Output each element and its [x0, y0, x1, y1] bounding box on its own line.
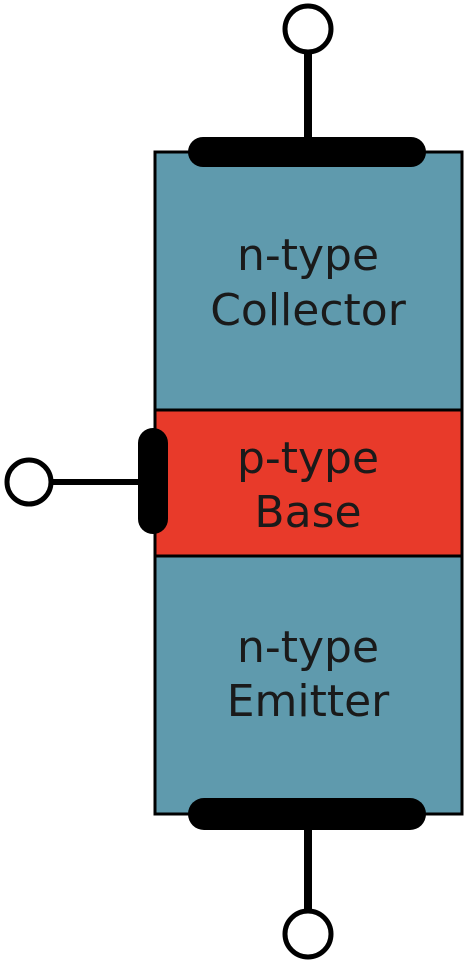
emitter-type-label: n-type [237, 622, 379, 673]
collector-contact [188, 137, 426, 167]
base-type-label: p-type [237, 433, 379, 484]
base-contact [138, 428, 168, 534]
collector-name-label: Collector [210, 285, 407, 336]
emitter-region [153, 554, 464, 816]
collector-type-label: n-type [237, 230, 379, 281]
base-region [153, 408, 464, 558]
emitter-terminal [282, 908, 334, 960]
base-terminal [4, 457, 54, 507]
collector-region [153, 150, 464, 412]
base-name-label: Base [254, 487, 361, 538]
collector-terminal [282, 3, 334, 55]
emitter-contact [188, 798, 426, 830]
emitter-name-label: Emitter [227, 676, 390, 727]
